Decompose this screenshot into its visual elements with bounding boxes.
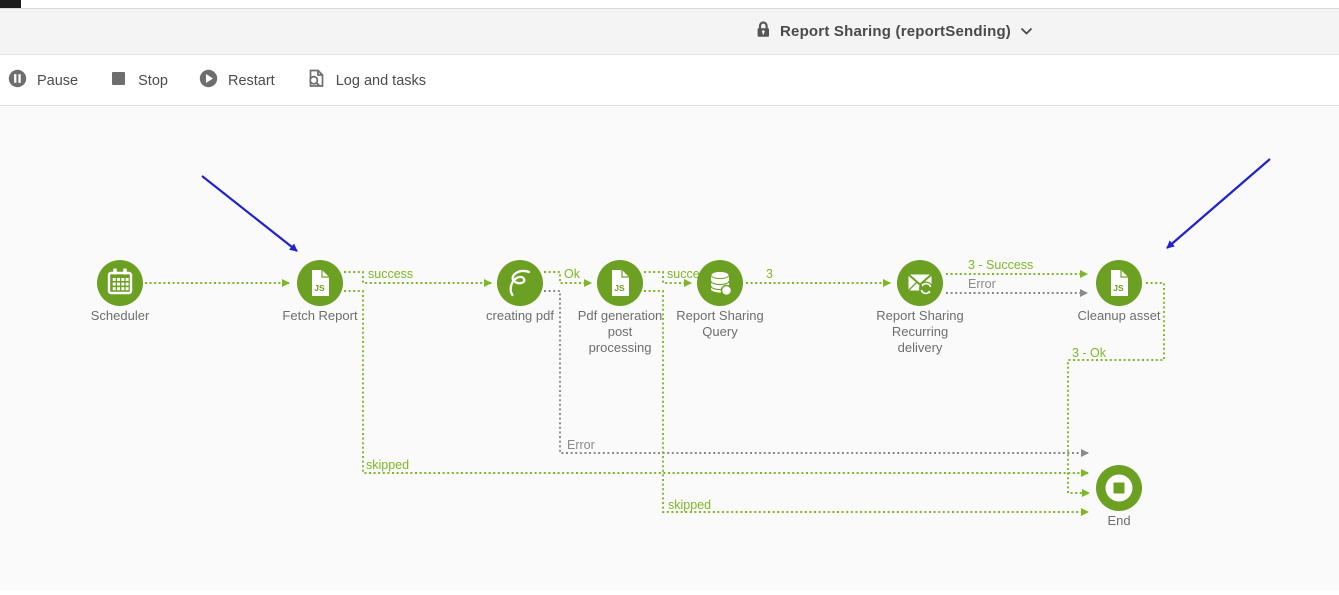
edge-label-query-to-delivery: 3 (766, 267, 773, 281)
stop-end-icon (1105, 474, 1133, 502)
node-end[interactable]: End (1096, 465, 1142, 528)
workflow-title: Report Sharing (reportSending) (780, 23, 1011, 40)
svg-text:JS: JS (614, 283, 625, 293)
node-label-pdf-generation-post-processing: processing (589, 340, 652, 355)
pause-button[interactable]: Pause (8, 63, 78, 98)
pause-circle-icon (8, 69, 27, 92)
edge-label-fetch-success: success (368, 267, 413, 281)
edge-label-pdf-error: Error (567, 438, 595, 452)
node-label-pdf-generation-post-processing: post (608, 324, 633, 339)
node-label-end: End (1107, 513, 1130, 528)
svg-text:JS: JS (314, 283, 325, 293)
node-label-report-sharing-recurring-delivery: Report Sharing (876, 308, 963, 323)
node-label-cleanup-asset: Cleanup asset (1077, 308, 1160, 323)
edge-label-pdf-ok: Ok (564, 267, 581, 281)
chevron-down-icon (1020, 23, 1033, 41)
annotation-arrow-cleanup-asset (1166, 158, 1271, 249)
node-label-report-sharing-query: Report Sharing (676, 308, 763, 323)
edge-pdfgen-success (644, 271, 692, 287)
restart-button[interactable]: Restart (199, 63, 275, 98)
edge-label-delivery-3-success: 3 - Success (968, 258, 1033, 272)
workflow-header: Report Sharing (reportSending) (0, 8, 1339, 55)
log-magnifier-icon (306, 68, 326, 93)
js-file-icon: JS (1111, 270, 1128, 296)
edge-label-fetch-skipped: skipped (366, 458, 409, 472)
stop-square-icon (109, 69, 128, 92)
stop-button-label: Stop (138, 72, 168, 89)
lock-icon (755, 19, 771, 44)
edge-cleanup-3-ok (1067, 282, 1165, 497)
node-label-report-sharing-query: Query (702, 324, 738, 339)
pdf-icon (509, 269, 531, 297)
node-label-report-sharing-recurring-delivery: Recurring (892, 324, 948, 339)
node-label-creating-pdf: creating pdf (486, 308, 554, 323)
edge-pdf-error (544, 290, 1089, 457)
annotation-arrow-fetch-report (201, 175, 298, 252)
edge-label-cleanup-3-ok: 3 - Ok (1072, 346, 1107, 360)
node-label-report-sharing-recurring-delivery: delivery (898, 340, 943, 355)
node-scheduler[interactable]: Scheduler (91, 260, 150, 323)
restart-button-label: Restart (227, 72, 275, 89)
js-file-icon: JS (312, 270, 329, 296)
stop-button[interactable]: Stop (109, 63, 168, 98)
mail-sync-icon (907, 273, 933, 296)
node-cleanup-asset[interactable]: JS Cleanup asset (1077, 260, 1161, 323)
node-creating-pdf[interactable]: creating pdf (486, 260, 554, 323)
edge-pdf-ok (544, 271, 592, 287)
node-label-scheduler: Scheduler (91, 308, 150, 323)
workflow-title-menu[interactable]: Report Sharing (reportSending) (755, 9, 1033, 54)
edge-pdfgen-skipped (644, 290, 1089, 516)
edge-fetch-skipped (344, 290, 1089, 477)
calendar-icon (107, 268, 133, 295)
database-icon (710, 270, 733, 297)
svg-text:JS: JS (1113, 283, 1124, 293)
edge-fetch-success (344, 271, 492, 287)
window-corner-strip (0, 0, 21, 8)
log-and-tasks-button-label: Log and tasks (335, 72, 427, 89)
log-and-tasks-button[interactable]: Log and tasks (306, 62, 426, 99)
js-file-icon: JS (612, 270, 629, 296)
toolbar: Pause Stop Restart Log and tasks (0, 56, 1339, 106)
node-fetch-report[interactable]: JS Fetch Report (282, 260, 358, 323)
edge-label-delivery-error: Error (968, 277, 996, 291)
edge-label-pdfgen-skipped: skipped (668, 498, 711, 512)
pause-button-label: Pause (37, 72, 79, 89)
node-label-pdf-generation-post-processing: Pdf generation (578, 308, 663, 323)
play-circle-icon (199, 69, 218, 92)
node-label-fetch-report: Fetch Report (282, 308, 358, 323)
